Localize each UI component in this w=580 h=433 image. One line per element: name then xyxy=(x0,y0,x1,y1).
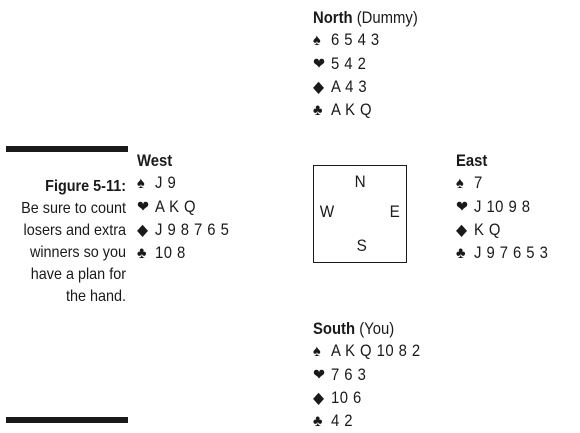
club-icon: ♣ xyxy=(313,102,323,120)
east-spades-row: ♠7 xyxy=(456,172,548,195)
north-hearts: 5 4 2 xyxy=(331,54,367,73)
north-spades-row: ♠ 6 5 4 3 xyxy=(313,29,418,52)
figure-label: Figure 5-11: xyxy=(45,178,127,195)
east-hearts-row: ❤ J 10 9 8 xyxy=(456,196,548,219)
north-diamonds-row: ◆ A 4 3 xyxy=(313,76,418,99)
east-hand: East ♠7 ❤J 10 9 8 ◆K Q ♣J 9 7 6 5 3 xyxy=(456,150,548,265)
east-clubs-row: ♣ J 9 7 6 5 3 xyxy=(456,242,548,265)
heart-icon: ❤ xyxy=(313,366,326,384)
west-name: West xyxy=(137,152,173,170)
north-diamonds: A 4 3 xyxy=(331,77,368,96)
south-hearts: 7 6 3 xyxy=(331,365,367,384)
south-clubs-row: ♣ 4 2 xyxy=(313,410,421,433)
north-hearts-row: ❤ 5 4 2 xyxy=(313,53,418,76)
figure-caption-text: Be sure to count losers and extra winner… xyxy=(21,200,126,305)
compass-north: N xyxy=(354,172,366,191)
west-diamonds: J 9 8 7 6 5 xyxy=(155,220,230,239)
south-hearts-row: ❤ 7 6 3 xyxy=(313,364,421,387)
east-name: East xyxy=(456,152,488,170)
east-hearts: J 10 9 8 xyxy=(474,197,531,216)
figure-bottom-rule xyxy=(6,417,128,423)
south-role: (You) xyxy=(359,320,395,338)
north-clubs: A K Q xyxy=(331,101,373,120)
west-hand: West ♠ J 9 ❤ A K Q ◆ J 9 8 7 6 5 ♣ 10 8 xyxy=(137,150,229,265)
south-diamonds-row: ◆ 10 6 xyxy=(313,387,421,410)
spade-icon: ♠ xyxy=(456,175,464,193)
compass-east: E xyxy=(389,202,400,221)
east-diamonds: K Q xyxy=(474,220,501,239)
diamond-icon: ◆ xyxy=(137,221,149,239)
spade-icon: ♠ xyxy=(313,32,321,50)
south-hand: South (You) ♠ A K Q 10 8 2 ❤ 7 6 3 ◆ 10 6 ♣… xyxy=(313,318,421,433)
compass-west: W xyxy=(319,202,335,221)
south-spades-row: ♠ A K Q 10 8 2 xyxy=(313,340,421,363)
heart-icon: ❤ xyxy=(313,55,326,73)
figure-top-rule xyxy=(6,146,128,152)
diamond-icon: ◆ xyxy=(313,78,325,96)
north-spades: 6 5 4 3 xyxy=(331,31,380,50)
figure-caption: Figure 5-11: Be sure to count losers and… xyxy=(9,176,126,308)
club-icon: ♣ xyxy=(137,245,147,263)
west-spades-row: ♠ J 9 xyxy=(137,172,229,195)
south-clubs: 4 2 xyxy=(331,412,353,431)
west-hand-title: West xyxy=(137,150,229,172)
compass-box: N W E S xyxy=(313,165,407,263)
north-hand-title: North (Dummy) xyxy=(313,7,418,29)
west-spades: J 9 xyxy=(155,174,177,193)
south-diamonds: 10 6 xyxy=(331,388,362,407)
compass-south: S xyxy=(356,236,367,255)
heart-icon: ❤ xyxy=(137,198,150,216)
north-name: North xyxy=(313,9,353,27)
east-spades: 7 xyxy=(474,174,483,193)
south-spades: A K Q 10 8 2 xyxy=(331,342,421,361)
west-hearts: A K Q xyxy=(155,197,197,216)
west-hearts-row: ❤ A K Q xyxy=(137,196,229,219)
east-diamonds-row: ◆ K Q xyxy=(456,219,548,242)
club-icon: ♣ xyxy=(313,413,323,431)
diamond-icon: ◆ xyxy=(456,221,468,239)
west-diamonds-row: ◆ J 9 8 7 6 5 xyxy=(137,219,229,242)
east-hand-title: East xyxy=(456,150,548,172)
north-clubs-row: ♣ A K Q xyxy=(313,99,418,122)
south-name: South xyxy=(313,320,356,338)
spade-icon: ♠ xyxy=(313,343,321,361)
west-clubs-row: ♣ 10 8 xyxy=(137,242,229,265)
diamond-icon: ◆ xyxy=(313,389,325,407)
north-role: (Dummy) xyxy=(356,9,418,27)
club-icon: ♣ xyxy=(456,245,466,263)
spade-icon: ♠ xyxy=(137,175,145,193)
west-clubs: 10 8 xyxy=(155,244,186,263)
heart-icon: ❤ xyxy=(456,198,469,216)
south-hand-title: South (You) xyxy=(313,318,421,340)
east-clubs: J 9 7 6 5 3 xyxy=(474,244,549,263)
north-hand: North (Dummy) ♠ 6 5 4 3 ❤ 5 4 2 ◆ A 4 3 ♣ A … xyxy=(313,7,418,122)
